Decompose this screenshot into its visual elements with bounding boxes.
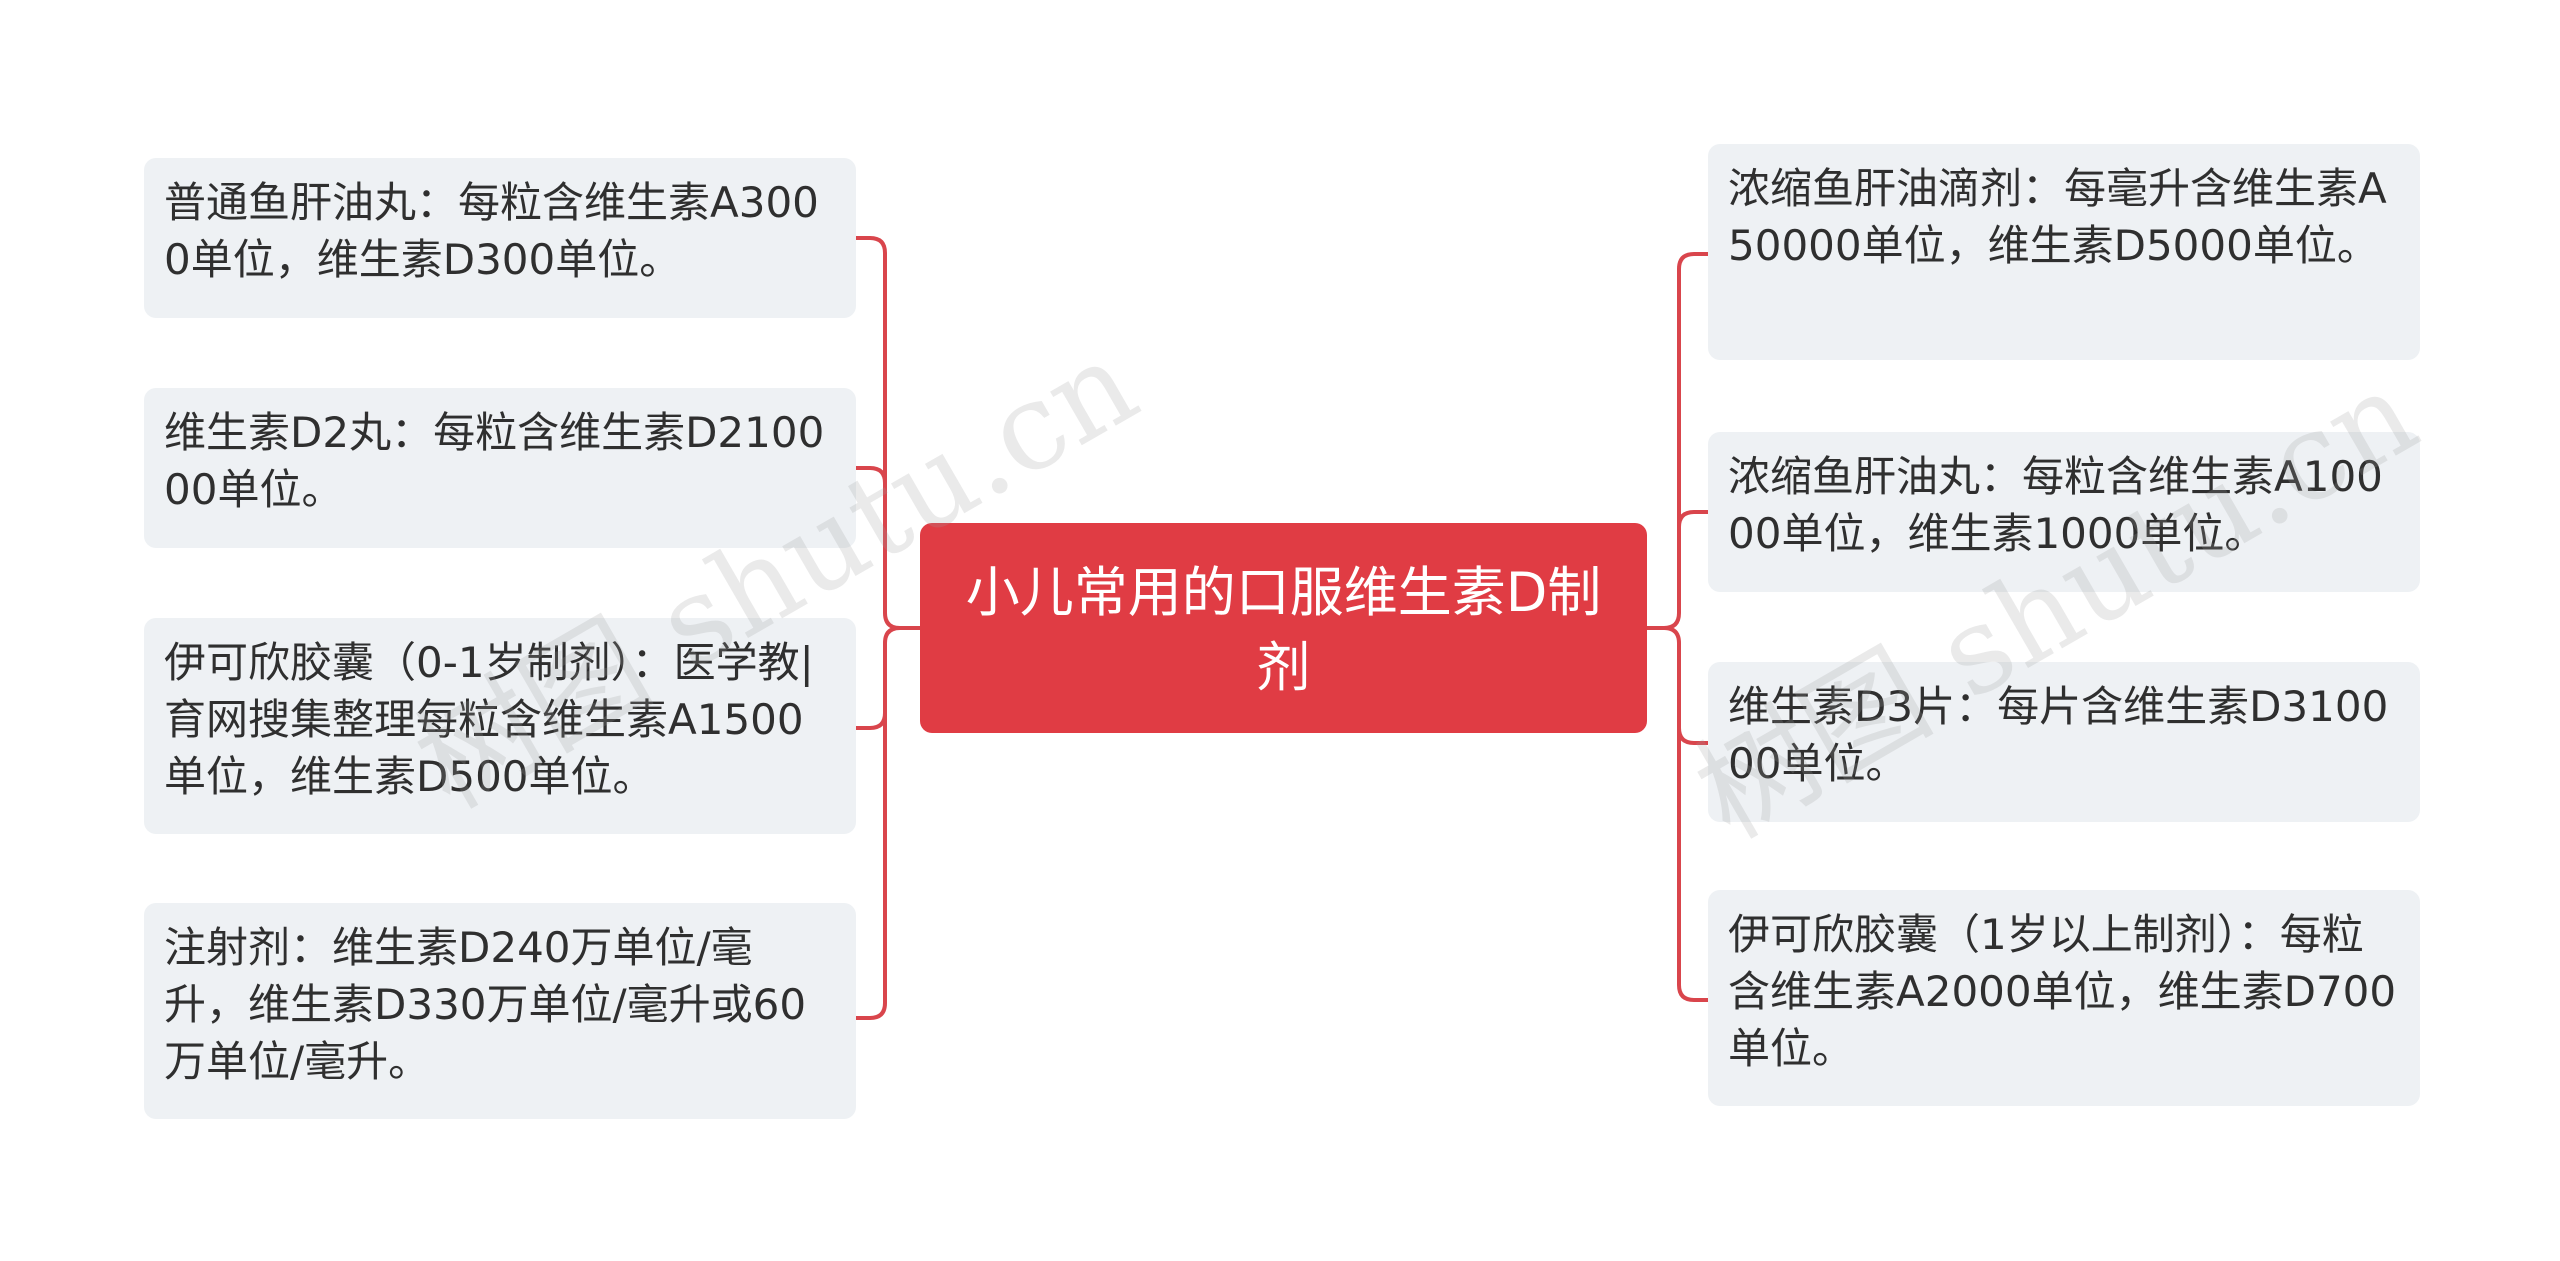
right-node-2-text: 浓缩鱼肝油丸：每粒含维生素A10000单位，维生素1000单位。 xyxy=(1728,452,2383,558)
right-node-2[interactable]: 浓缩鱼肝油丸：每粒含维生素A10000单位，维生素1000单位。 xyxy=(1708,432,2420,592)
right-node-3-text: 维生素D3片：每片含维生素D310000单位。 xyxy=(1728,682,2389,788)
connector-right-2 xyxy=(1677,510,1708,528)
left-node-3-text: 伊可欣胶囊（0-1岁制剂）：医学教|育网搜集整理每粒含维生素A1500单位，维生… xyxy=(164,638,814,801)
connector-right-4 xyxy=(1663,626,1708,1002)
right-node-4[interactable]: 伊可欣胶囊（1岁以上制剂）：每粒含维生素A2000单位，维生素D700单位。 xyxy=(1708,890,2420,1106)
root-topic-label: 小儿常用的口服维生素D制剂 xyxy=(965,561,1602,699)
left-node-2-text: 维生素D2丸：每粒含维生素D210000单位。 xyxy=(164,408,825,514)
connector-left-2 xyxy=(856,466,887,484)
left-node-4[interactable]: 注射剂：维生素D240万单位/毫升，维生素D330万单位/毫升或60万单位/毫升… xyxy=(144,903,856,1119)
right-node-4-text: 伊可欣胶囊（1岁以上制剂）：每粒含维生素A2000单位，维生素D700单位。 xyxy=(1728,910,2397,1073)
connector-left-1 xyxy=(856,236,920,630)
connector-right-3 xyxy=(1677,727,1708,745)
root-topic[interactable]: 小儿常用的口服维生素D制剂 xyxy=(920,523,1647,733)
left-node-4-text: 注射剂：维生素D240万单位/毫升，维生素D330万单位/毫升或60万单位/毫升… xyxy=(164,923,807,1086)
left-node-1-text: 普通鱼肝油丸：每粒含维生素A3000单位，维生素D300单位。 xyxy=(164,178,819,284)
right-node-3[interactable]: 维生素D3片：每片含维生素D310000单位。 xyxy=(1708,662,2420,822)
left-node-2[interactable]: 维生素D2丸：每粒含维生素D210000单位。 xyxy=(144,388,856,548)
connector-left-4 xyxy=(856,626,901,1020)
right-node-1[interactable]: 浓缩鱼肝油滴剂：每毫升含维生素A50000单位，维生素D5000单位。 xyxy=(1708,144,2420,360)
connector-left-3 xyxy=(856,712,887,730)
connector-right-1 xyxy=(1647,252,1708,630)
left-node-1[interactable]: 普通鱼肝油丸：每粒含维生素A3000单位，维生素D300单位。 xyxy=(144,158,856,318)
right-node-1-text: 浓缩鱼肝油滴剂：每毫升含维生素A50000单位，维生素D5000单位。 xyxy=(1728,164,2387,270)
left-node-3[interactable]: 伊可欣胶囊（0-1岁制剂）：医学教|育网搜集整理每粒含维生素A1500单位，维生… xyxy=(144,618,856,834)
